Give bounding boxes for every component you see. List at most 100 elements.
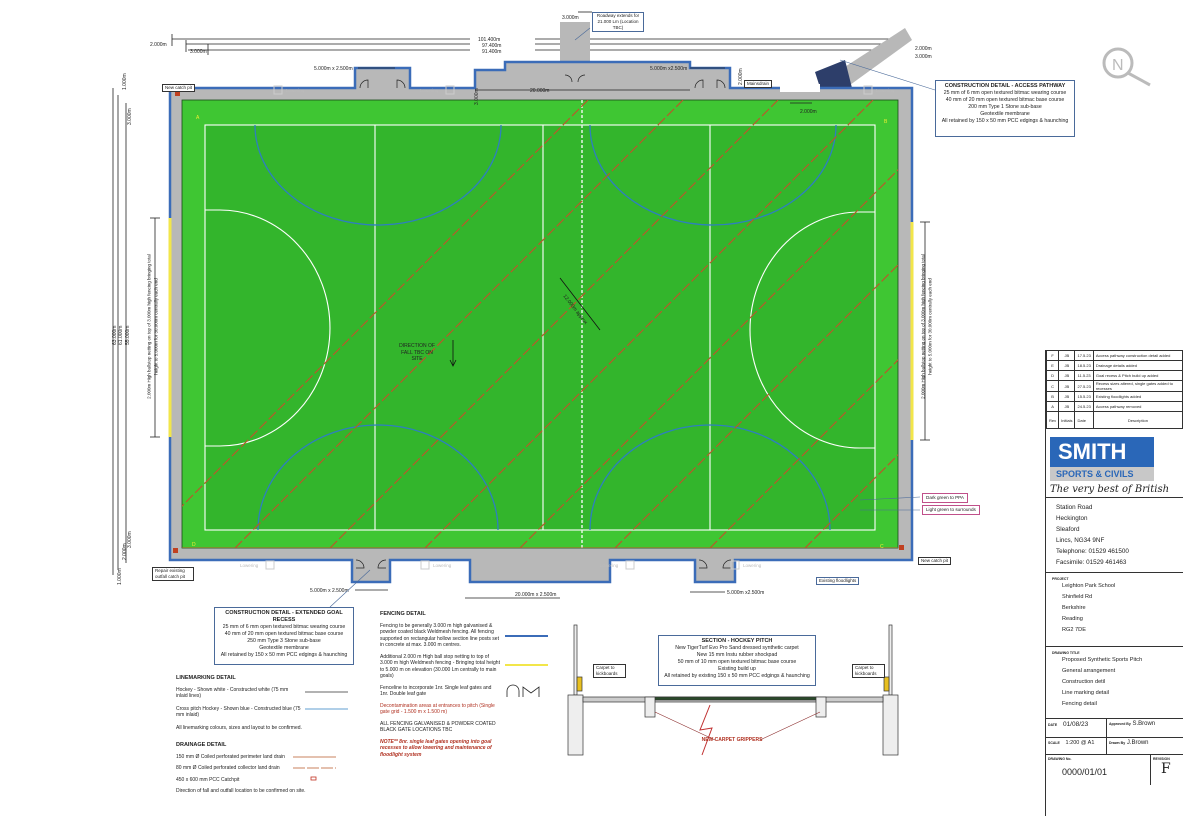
revision-rev: B — [1045, 391, 1060, 402]
floodlight-icon — [863, 85, 873, 95]
kickboards-left-label: Carpet to kickboards — [593, 664, 626, 678]
catch-pit-icon — [173, 548, 178, 553]
dim-recess-bottom-left: 5.000m x 2.500m — [310, 588, 349, 594]
address-line: Sleaford — [1056, 526, 1080, 533]
floodlight-lowering-label: Lowering — [876, 88, 895, 93]
dim-recess-depth: 2.000m — [738, 68, 744, 85]
hockey-white-lines — [204, 124, 876, 531]
logo-sub: SPORTS & CIVILS — [1050, 467, 1154, 481]
project-line: Reading — [1062, 616, 1083, 622]
dim-recess-bottom-right: 5.000m x2.500m — [727, 590, 764, 596]
goal-recess-detail: CONSTRUCTION DETAIL - EXTENDED GOAL RECE… — [214, 607, 354, 665]
drainage-title: DRAINAGE DETAIL — [176, 742, 227, 748]
company-logo: SMITH SPORTS & CIVILS The very best of B… — [1046, 429, 1183, 497]
drawn-value: J.Brown — [1126, 740, 1149, 746]
revision-rev: A — [1045, 401, 1060, 412]
floodlight-icon — [265, 560, 275, 570]
date-label: DATE — [1048, 723, 1058, 727]
dim-gap-right: 2.000m — [800, 109, 817, 115]
section-detail: SECTION - HOCKEY PITCH New TigerTurf Evo… — [658, 635, 816, 686]
drawing-title-section: DRAWING TITLE Proposed Synthetic Sports … — [1046, 646, 1183, 714]
revision-desc: Access pathway removed — [1092, 401, 1184, 412]
access-detail-line: 200 mm Type 1 Stone sub-base — [968, 104, 1042, 110]
date-row: DATE 01/08/23 Approved By S.Brown — [1046, 718, 1183, 737]
corner-markers: A B C D — [192, 115, 888, 550]
dim-offset-left-2: 3.000m — [190, 49, 207, 55]
drawing-title-line: Line marking detail — [1062, 690, 1109, 696]
corner-c: C — [880, 544, 884, 550]
scale-label: SCALE — [1048, 741, 1060, 745]
dim-height-2: 61.000m — [118, 326, 124, 345]
address-line: Lincs, NG34 9NF — [1056, 537, 1105, 544]
drawing-title-line: Fencing detail — [1062, 701, 1097, 707]
recess-detail-line: All retained by 150 x 50 mm PCC edgings … — [220, 652, 348, 658]
dim-entrance-depth: 3.000m — [474, 88, 480, 105]
address-line: Telephone: 01529 461500 — [1056, 548, 1129, 555]
logo-brand: SMITH — [1050, 437, 1154, 467]
dim-offset-left-1: 2.000m — [150, 42, 167, 48]
revision-desc: Drainage details added — [1092, 360, 1184, 371]
recess-detail-line: 40 mm of 20 mm open textured bitmac base… — [224, 631, 344, 637]
scale-value: 1:200 @ A1 — [1065, 740, 1095, 746]
ballstop-right-note: 2.000m High ballstop netting on top of 3… — [920, 254, 933, 399]
section-hockey-pitch-drawing — [567, 624, 899, 756]
revision-desc: Recess sizes altered, single gates added… — [1092, 380, 1184, 392]
floodlight-icon — [625, 560, 635, 570]
dim-height-3: 55.000m — [125, 326, 131, 345]
corner-b: B — [884, 119, 888, 125]
dim-overall-3: 91.400m — [482, 49, 501, 55]
access-detail-line: Geotextile membrane — [980, 111, 1030, 117]
drain-spacing-dim — [559, 277, 601, 331]
dim-entrance-top: 20.000m — [530, 88, 549, 94]
revision-label: REVISION — [1153, 757, 1170, 761]
revision-date: 24.5.23 — [1074, 401, 1094, 412]
dark-green-label: Dark green to PPA — [922, 493, 968, 503]
catch-pit-icon — [175, 91, 180, 96]
section-line: Existing build up — [718, 666, 756, 672]
dim-roadway-width: 3.000m — [562, 15, 579, 21]
floodlight-lowering-label: Lowering — [600, 563, 619, 568]
mainsdrain-gap — [780, 84, 820, 92]
drawn-label: Drawn By — [1109, 741, 1126, 745]
collector-drain — [519, 169, 898, 548]
floodlight-lowering-label: Lowering — [240, 563, 259, 568]
drainage-item: 450 x 600 mm PCC Catchpit — [176, 776, 240, 783]
kickboards-right-label: Carpet to kickboards — [852, 664, 885, 678]
revision-rev: C — [1045, 380, 1060, 392]
dim-left-top-2: 3.000m — [127, 108, 133, 125]
dim-entrance-bottom: 20.000m x 2.500m — [515, 592, 556, 598]
scale-row: SCALE 1:200 @ A1 Drawn By J.Brown — [1046, 737, 1183, 754]
revision-date: 15.5.23 — [1074, 391, 1094, 402]
revision-rev: F — [1045, 350, 1060, 361]
floodlight-lowering-label: Lowering — [433, 563, 452, 568]
recess-detail-line: 250 mm Type 3 Stone sub-base — [247, 638, 321, 644]
carpet-grippers-label: NEW CARPET GRIPPERS — [701, 737, 763, 743]
light-green-label: Light green to surrounds — [922, 505, 980, 515]
collector-drain — [424, 100, 874, 548]
collector-drain — [182, 100, 589, 507]
direction-of-fall-label: DIRECTION OF FALL TBC ON SITE — [399, 343, 435, 362]
collector-drain — [709, 359, 898, 548]
dim-recess-top-left: 5.000m x 2.500m — [314, 66, 353, 72]
address-line: Station Road — [1056, 504, 1093, 511]
project-label: PROJECT — [1052, 577, 1069, 581]
linemarking-detail: LINEMARKING DETAIL Hockey - Shown white … — [176, 675, 302, 731]
recess-detail-line: Geotextile membrane — [259, 645, 309, 651]
approved-value: S.Brown — [1132, 721, 1156, 727]
left-dimensions — [112, 88, 930, 575]
new-catch-pit-label: New catch pit — [918, 557, 952, 565]
roadway-label: Roadway extends for 21.000 Lm (Location … — [592, 12, 644, 32]
initials-header: Initials — [1058, 411, 1076, 429]
linemarking-note: All linemarking colours, sizes and layou… — [176, 724, 302, 731]
dim-overall-2: 97.400m — [482, 43, 501, 49]
floodlight-lowering-label: Lowering — [286, 88, 305, 93]
drawing-title-label: DRAWING TITLE — [1052, 651, 1080, 655]
floodlight-icon — [730, 560, 740, 570]
